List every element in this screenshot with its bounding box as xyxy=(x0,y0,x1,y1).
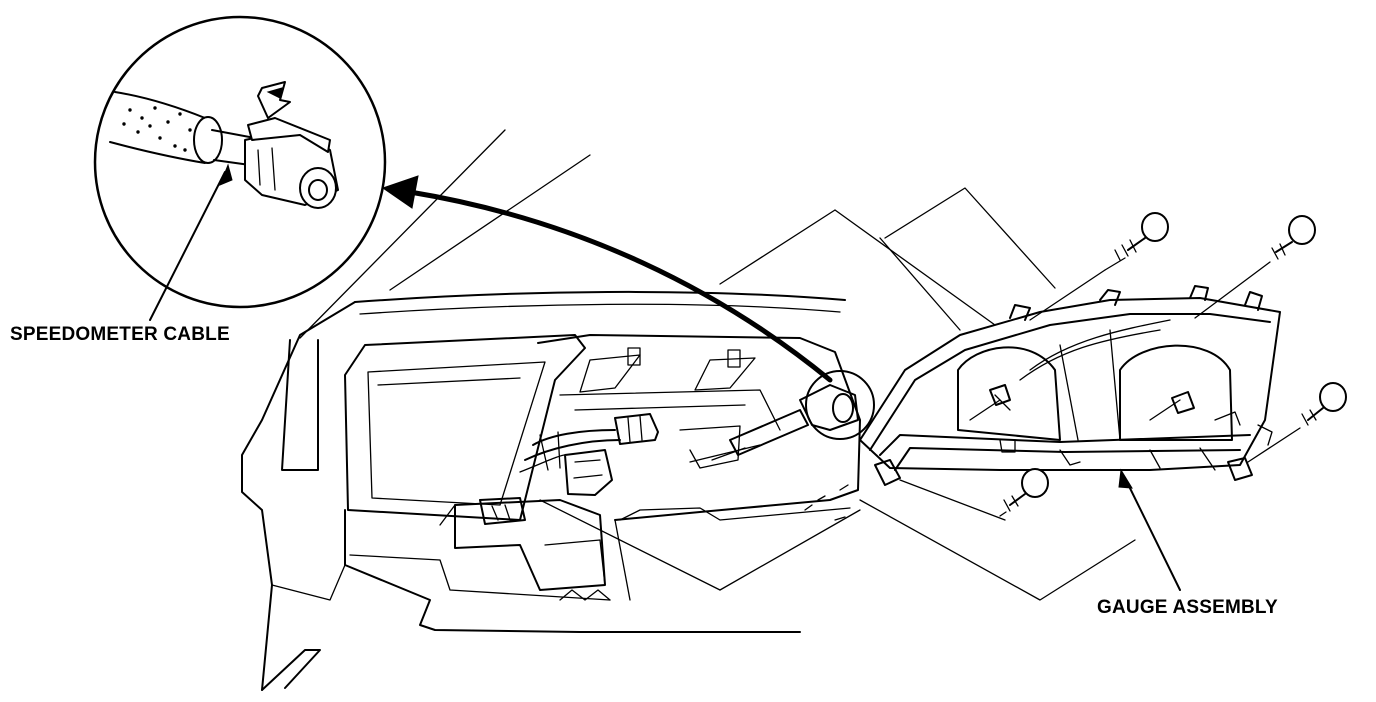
detail-circle-icon xyxy=(93,15,387,321)
arrow-icon xyxy=(257,81,291,119)
gauge-assembly-label: GAUGE ASSEMBLY xyxy=(1097,597,1278,618)
dashboard-panel xyxy=(241,129,861,691)
screw-bottom-center xyxy=(999,468,1049,517)
cable-plug-in-dash xyxy=(711,370,875,461)
screw-icon xyxy=(999,212,1347,517)
speedometer-cable-label: SPEEDOMETER CABLE xyxy=(10,324,230,345)
screw-top-left xyxy=(1029,212,1169,321)
sheath-texture xyxy=(122,106,192,152)
gauge-assembly xyxy=(539,187,1281,601)
screw-right xyxy=(1247,382,1347,463)
screw-top-right xyxy=(1194,215,1316,319)
detail-pointer-arrow xyxy=(381,175,833,383)
